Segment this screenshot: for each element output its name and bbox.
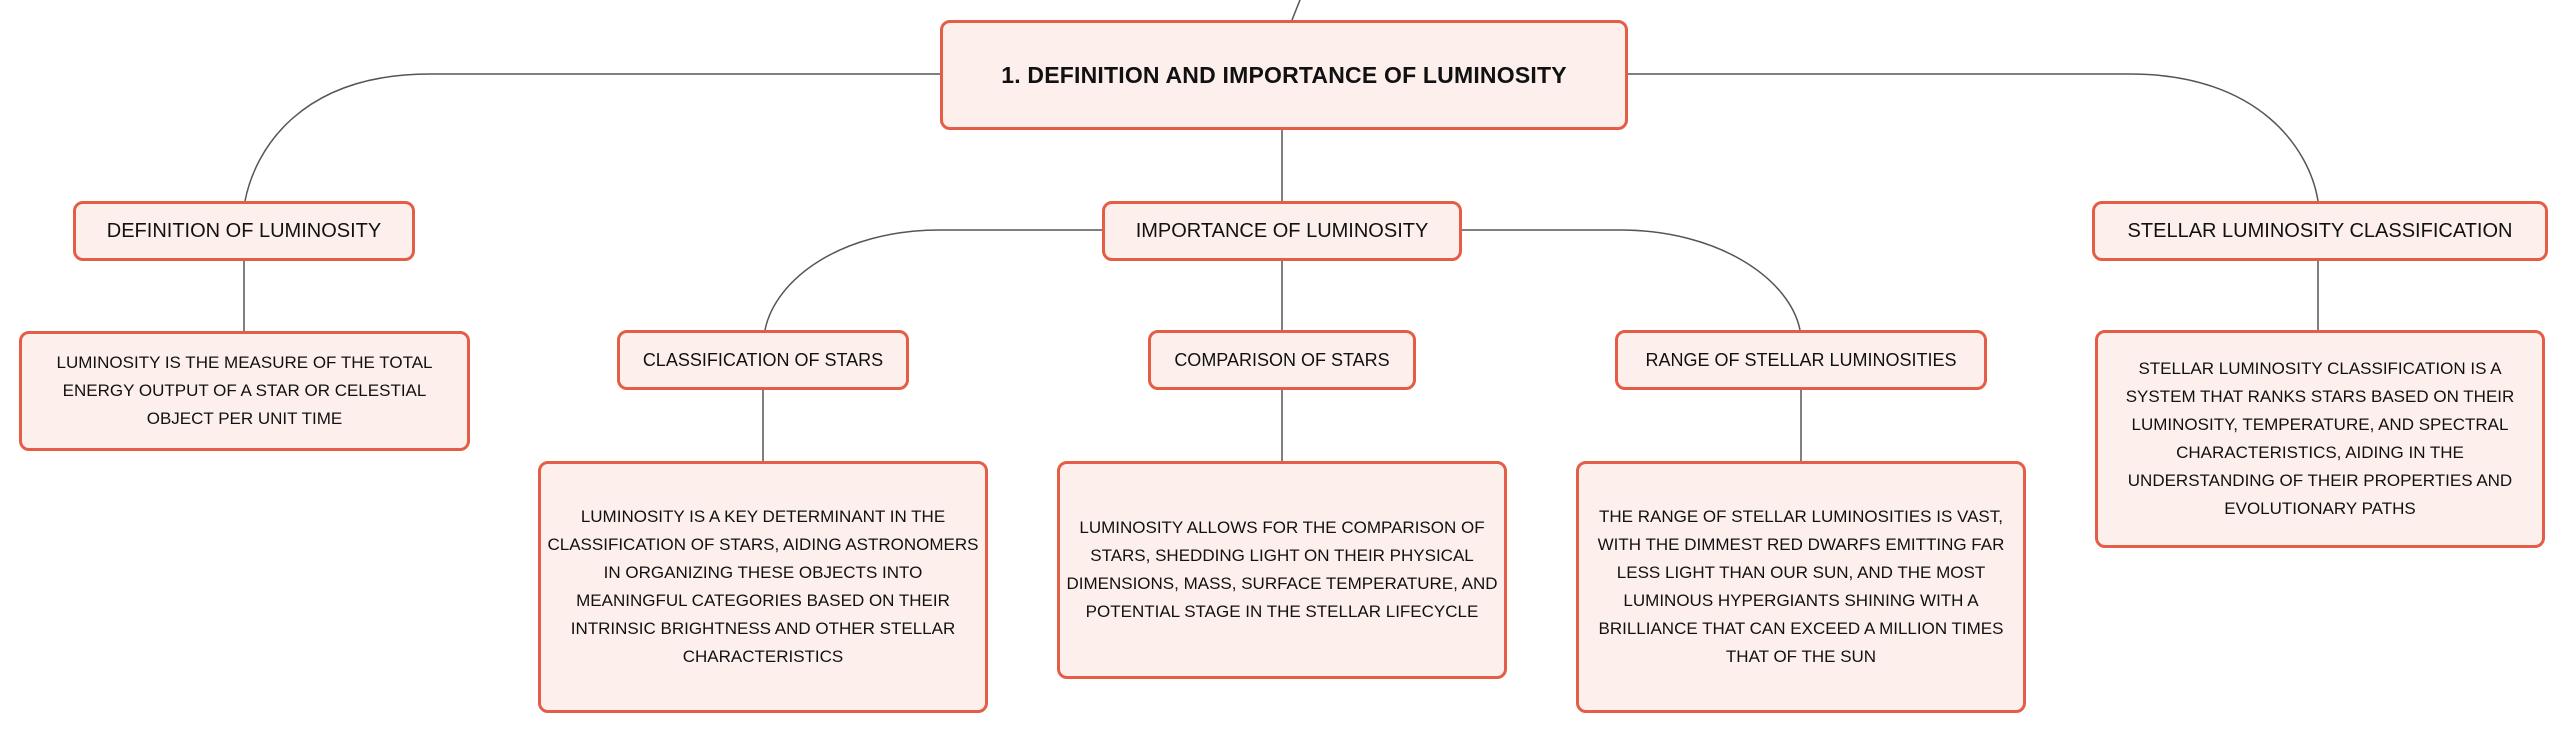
comparison-of-stars-detail-text: LUMINOSITY ALLOWS FOR THE COMPARISON OF … — [1066, 518, 1498, 621]
importance-node[interactable]: IMPORTANCE OF LUMINOSITY — [1102, 201, 1462, 261]
connector-parent-to-root — [1291, 0, 1301, 21]
stellar-classification-node-title: STELLAR LUMINOSITY CLASSIFICATION — [2127, 219, 2513, 242]
classification-of-stars-detail-text: LUMINOSITY IS A KEY DETERMINANT IN THE C… — [547, 507, 979, 666]
definition-detail-text: LUMINOSITY IS THE MEASURE OF THE TOTAL E… — [56, 353, 433, 428]
range-of-luminosities-detail-text: THE RANGE OF STELLAR LUMINOSITIES IS VAS… — [1597, 507, 2005, 666]
comparison-of-stars-node[interactable]: COMPARISON OF STARS — [1148, 330, 1416, 390]
definition-node-title: DEFINITION OF LUMINOSITY — [106, 219, 382, 242]
connector-importance-to-range — [1462, 229, 1801, 331]
classification-of-stars-detail-node[interactable]: LUMINOSITY IS A KEY DETERMINANT IN THE C… — [538, 461, 988, 713]
classification-of-stars-node[interactable]: CLASSIFICATION OF STARS — [617, 330, 909, 390]
classification-of-stars-title: CLASSIFICATION OF STARS — [642, 349, 884, 370]
stellar-classification-detail-node[interactable]: STELLAR LUMINOSITY CLASSIFICATION IS A S… — [2095, 330, 2545, 548]
range-of-luminosities-detail-node[interactable]: THE RANGE OF STELLAR LUMINOSITIES IS VAS… — [1576, 461, 2026, 713]
root-node-title: 1. DEFINITION AND IMPORTANCE OF LUMINOSI… — [1001, 61, 1567, 88]
definition-node[interactable]: DEFINITION OF LUMINOSITY — [73, 201, 415, 261]
importance-node-title: IMPORTANCE OF LUMINOSITY — [1135, 219, 1429, 242]
range-of-luminosities-title: RANGE OF STELLAR LUMINOSITIES — [1645, 349, 1957, 370]
stellar-classification-detail-text: STELLAR LUMINOSITY CLASSIFICATION IS A S… — [2125, 359, 2515, 518]
range-of-luminosities-node[interactable]: RANGE OF STELLAR LUMINOSITIES — [1615, 330, 1987, 390]
comparison-of-stars-detail-node[interactable]: LUMINOSITY ALLOWS FOR THE COMPARISON OF … — [1057, 461, 1507, 679]
root-node[interactable]: 1. DEFINITION AND IMPORTANCE OF LUMINOSI… — [940, 20, 1628, 130]
stellar-classification-node[interactable]: STELLAR LUMINOSITY CLASSIFICATION — [2092, 201, 2548, 261]
definition-detail-node[interactable]: LUMINOSITY IS THE MEASURE OF THE TOTAL E… — [19, 331, 470, 451]
connector-root-to-definition — [244, 73, 943, 202]
connector-root-to-classification — [1627, 73, 2319, 202]
connector-importance-to-classification-stars — [764, 229, 1102, 331]
comparison-of-stars-title: COMPARISON OF STARS — [1174, 349, 1390, 370]
